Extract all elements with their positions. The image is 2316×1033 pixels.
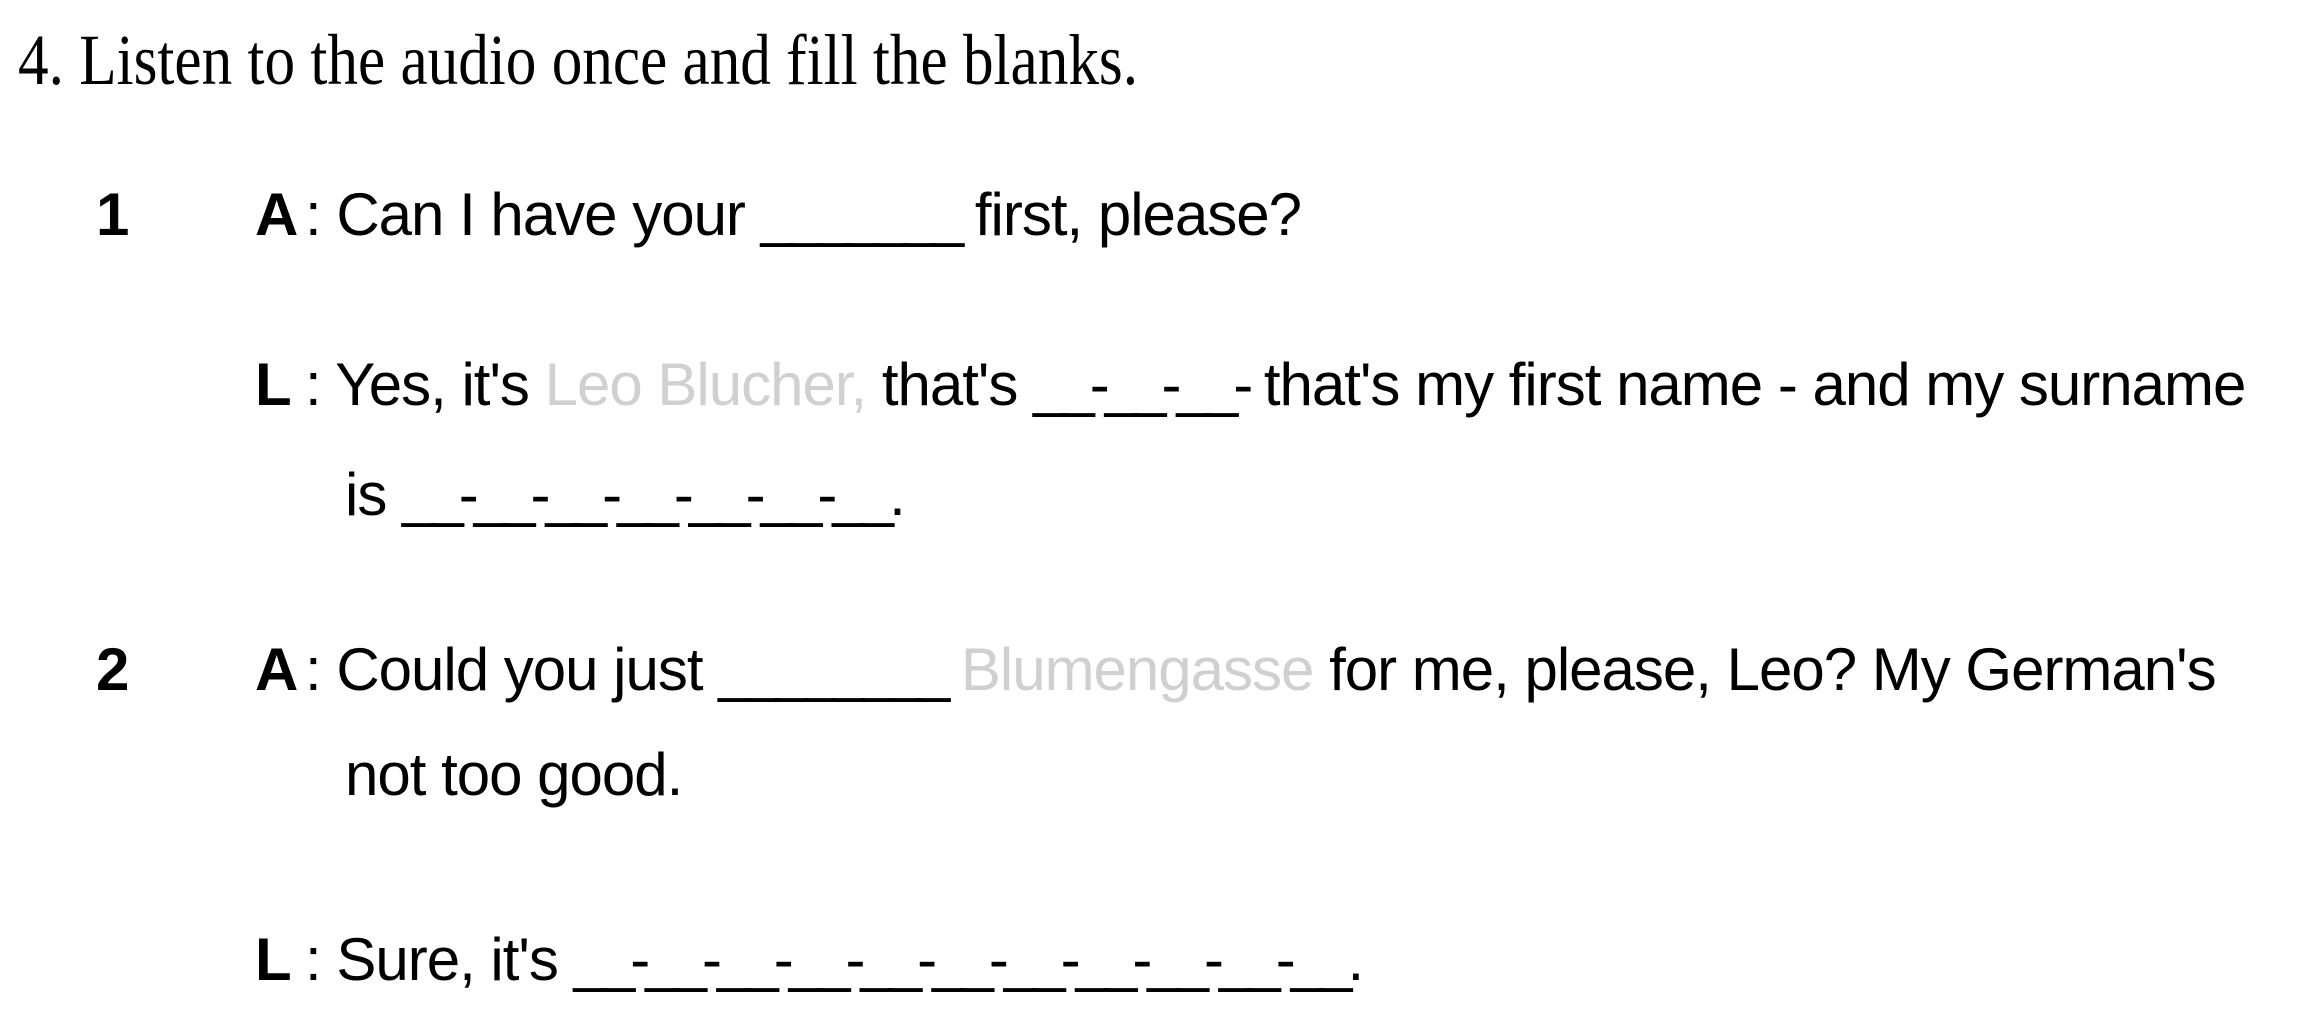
dialogue-line: L: Sure, it's __-__-__-__-__-__-__-__-__… (0, 905, 2316, 1015)
dialogue-content: not too good. (345, 720, 683, 830)
item-number: 1 (96, 181, 129, 248)
fill-blank: __-__-__-__-__-__-__ (402, 461, 894, 528)
dialogue-line: is __-__-__-__-__-__-__. (0, 440, 2316, 550)
fill-blank: __-__-__-__-__-__-__-__-__-__-__ (573, 926, 1353, 993)
speaker-label: L (255, 926, 292, 993)
dialogue-text: : Sure, it's (305, 926, 574, 993)
dialogue-content: : Yes, it's Leo Blucher, that's __-__-__… (305, 330, 2246, 440)
dialogue-line: 1 A: Can I have your _______ first, pleas… (0, 160, 2316, 270)
dialogue-text: that's (866, 351, 1034, 418)
dialogue-text: . (889, 461, 906, 528)
speaker-label: A (255, 636, 298, 703)
dialogue-line: not too good. (0, 720, 2316, 830)
dialogue-content: : Could you just ________ Blumengasse fo… (305, 615, 2217, 725)
dialogue-text: not too good. (345, 741, 683, 808)
dialogue-line: 2 A: Could you just ________ Blumengasse … (0, 615, 2316, 725)
dialogue-text: : Yes, it's (305, 351, 545, 418)
answer-ghost: Blumengasse (960, 636, 1315, 703)
dialogue-text: that's my first name - and my surname (1248, 351, 2246, 418)
dialogue-text: first, please? (959, 181, 1302, 248)
speaker-label: A (255, 181, 298, 248)
dialogue-content: is __-__-__-__-__-__-__. (345, 440, 906, 550)
exercise-title: 4. Listen to the audio once and fill the… (18, 20, 1139, 100)
dialogue-text (945, 636, 961, 703)
dialogue-text: is (345, 461, 402, 528)
dialogue-line: L: Yes, it's Leo Blucher, that's __-__-_… (0, 330, 2316, 440)
item-number: 2 (96, 636, 129, 703)
speaker-label: L (255, 351, 292, 418)
dialogue-text: : Can I have your (305, 181, 761, 248)
dialogue-text: : Could you just (305, 636, 719, 703)
fill-blank: __-__-__- (1033, 351, 1253, 418)
dialogue-content: : Sure, it's __-__-__-__-__-__-__-__-__-… (305, 905, 1364, 1015)
fill-blank: ________ (718, 636, 950, 703)
fill-blank: _______ (760, 181, 965, 248)
dialogue-content: : Can I have your _______ first, please? (305, 160, 1302, 270)
dialogue-text: for me, please, Leo? My German's (1313, 636, 2217, 703)
dialogue-text: . (1347, 926, 1364, 993)
answer-ghost: Leo Blucher, (544, 351, 868, 418)
